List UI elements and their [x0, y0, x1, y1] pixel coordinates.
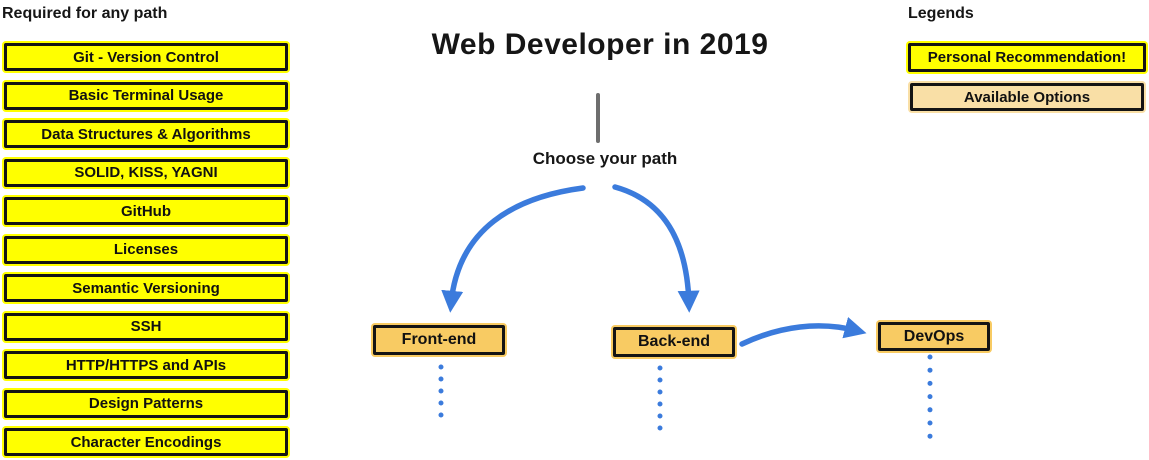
required-node-design-patterns[interactable]: Design Patterns — [4, 389, 288, 418]
path-node-frontend[interactable]: Front-end — [373, 325, 505, 355]
required-node-character-encodings[interactable]: Character Encodings — [4, 428, 288, 456]
arrow-to-frontend — [441, 185, 586, 313]
required-node-ssh[interactable]: SSH — [4, 312, 288, 341]
required-node-terminal[interactable]: Basic Terminal Usage — [4, 81, 288, 110]
required-node-git[interactable]: Git - Version Control — [4, 43, 288, 71]
arrow-to-backend — [612, 184, 700, 313]
required-section-header: Required for any path — [2, 5, 168, 22]
required-node-solid-kiss-yagni[interactable]: SOLID, KISS, YAGNI — [4, 158, 288, 187]
required-node-github[interactable]: GitHub — [4, 197, 288, 225]
required-node-data-structures[interactable]: Data Structures & Algorithms — [4, 120, 288, 148]
required-node-licenses[interactable]: Licenses — [4, 235, 288, 264]
required-list: Git - Version Control Basic Terminal Usa… — [4, 43, 288, 456]
arrow-backend-to-devops — [739, 317, 867, 347]
path-node-backend[interactable]: Back-end — [613, 327, 735, 357]
required-node-http-apis[interactable]: HTTP/HTTPS and APIs — [4, 351, 288, 379]
legend-available-options: Available Options — [910, 83, 1144, 111]
path-node-devops[interactable]: DevOps — [878, 322, 990, 351]
diagram-title: Web Developer in 2019 — [431, 28, 769, 61]
legends-header: Legends — [908, 5, 974, 22]
required-node-semantic-versioning[interactable]: Semantic Versioning — [4, 274, 288, 302]
choose-path-label: Choose your path — [532, 149, 678, 168]
legend-personal-recommendation: Personal Recommendation! — [908, 43, 1146, 72]
